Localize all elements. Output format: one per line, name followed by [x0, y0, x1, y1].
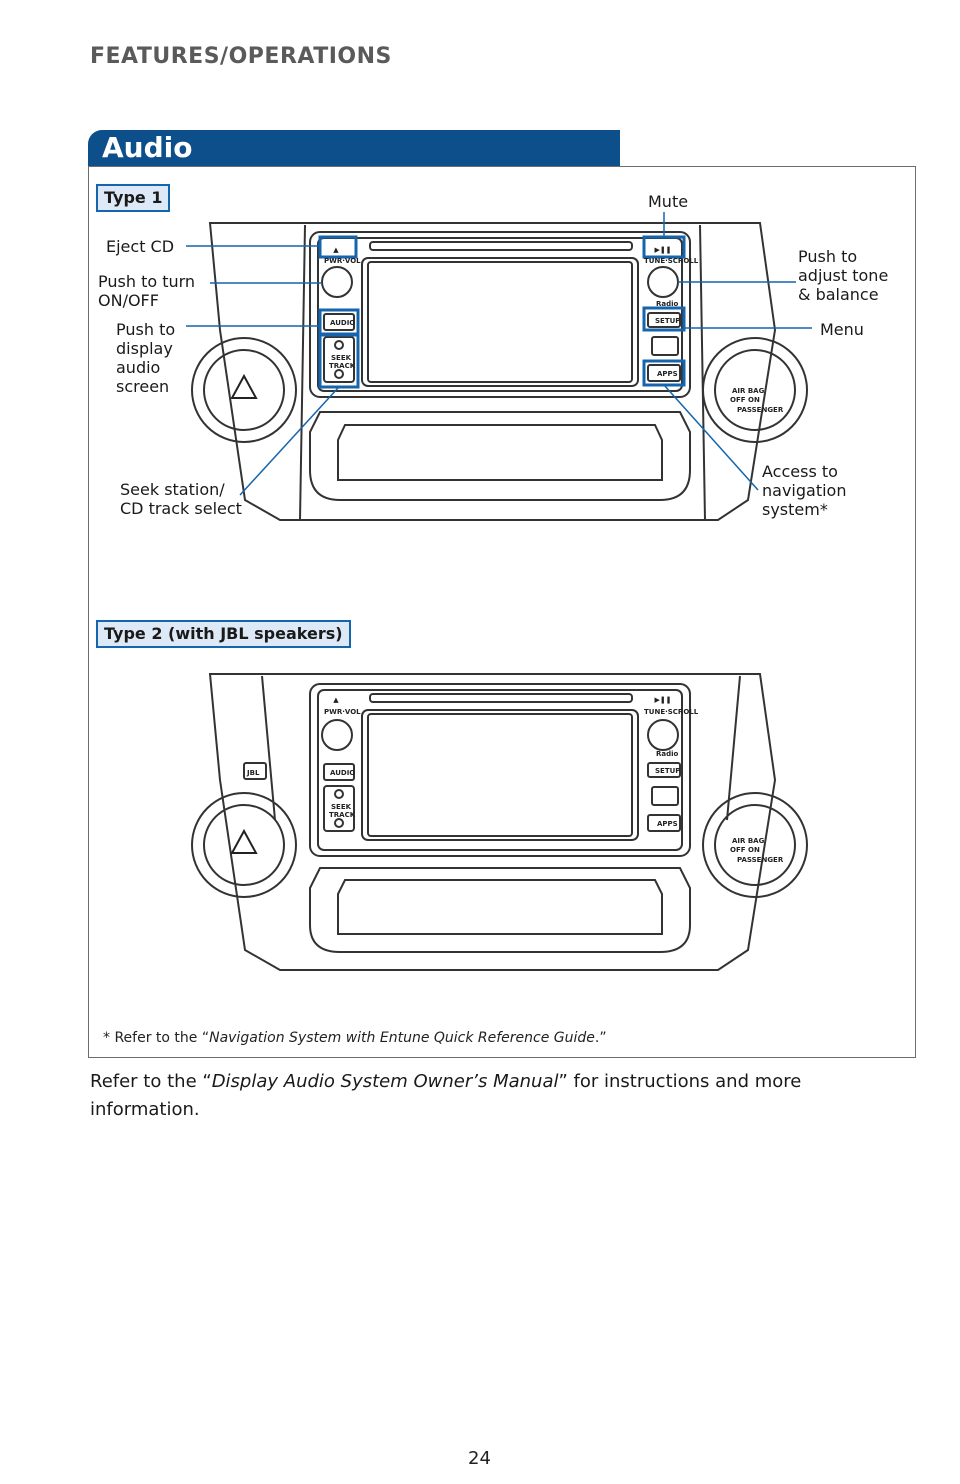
label-eject-cd: Eject CD	[106, 237, 175, 256]
type2-tag: Type 2 (with JBL speakers)	[96, 620, 351, 648]
airbag-label-2: AIR BAG	[732, 837, 765, 845]
banner-title: Audio	[102, 131, 193, 164]
svg-text:▲: ▲	[333, 246, 339, 254]
label-push-on-off: Push to turn ON/OFF	[98, 272, 196, 310]
footnote-title: Navigation System with Entune Quick Refe…	[209, 1030, 595, 1046]
airbag-on-label: ON	[748, 396, 760, 404]
setup-button-label-2: SETUP	[655, 767, 680, 775]
airbag-off-label: OFF	[730, 396, 746, 404]
audio-button-label-2: AUDIO	[330, 769, 355, 777]
airbag-on-label-2: ON	[748, 846, 760, 854]
airbag-off-label-2: OFF	[730, 846, 746, 854]
apps-button-label-2: APPS	[657, 820, 678, 828]
body-suffix: ” for instructions and more information.	[90, 1071, 802, 1120]
passenger-label: PASSENGER	[737, 406, 784, 414]
svg-text:▶❚❚: ▶❚❚	[654, 246, 671, 254]
hd-radio-label-2: Radio	[656, 750, 679, 758]
body-manual-title: Display Audio System Owner’s Manual	[211, 1071, 559, 1092]
footnote-prefix: * Refer to the “	[103, 1030, 210, 1046]
hd-radio-label: Radio	[656, 300, 679, 308]
svg-text:▲: ▲	[333, 696, 339, 704]
apps-button-label: APPS	[657, 370, 678, 378]
jbl-logo: JBL	[246, 769, 260, 777]
track-label: TRACK	[329, 362, 356, 370]
setup-button-label: SETUP	[655, 317, 680, 325]
svg-text:▶❚❚: ▶❚❚	[654, 696, 671, 704]
type1-tag: Type 1	[96, 184, 171, 212]
label-access-navigation: Access to navigation system*	[762, 462, 847, 519]
label-push-display-audio: Push to display audio screen	[116, 320, 176, 396]
hazard-icon-2	[230, 828, 258, 854]
pwr-vol-label: PWR·VOL	[324, 257, 361, 265]
airbag-label: AIR BAG	[732, 387, 765, 395]
seek-label: SEEK	[331, 354, 352, 362]
diagram-frame	[88, 166, 916, 1058]
passenger-label-2: PASSENGER	[737, 856, 784, 864]
track-label-2: TRACK	[329, 811, 356, 819]
seek-label-2: SEEK	[331, 803, 352, 811]
body-text: Refer to the “Display Audio System Owner…	[90, 1068, 890, 1124]
label-push-tone-balance: Push to adjust tone & balance	[798, 247, 889, 304]
hazard-icon	[230, 373, 258, 399]
label-mute: Mute	[648, 192, 689, 211]
tune-scroll-label-2: TUNE·SCROLL	[644, 708, 699, 716]
body-prefix: Refer to the “	[90, 1071, 212, 1092]
label-menu: Menu	[820, 320, 864, 339]
type1-head-unit-diagram: ▲ ▶❚❚ PWR·VOL TUNE·SCROLL AUDIO SEEK TRA…	[186, 212, 812, 521]
tune-scroll-label: TUNE·SCROLL	[644, 257, 699, 265]
type2-head-unit-diagram: ▲ ▶❚❚ PWR·VOL TUNE·SCROLL AUDIO SEEK TRA…	[191, 673, 808, 971]
pwr-vol-label-2: PWR·VOL	[324, 708, 361, 716]
section-title: FEATURES/OPERATIONS	[90, 44, 392, 69]
page-number: 24	[468, 1448, 491, 1469]
label-seek-station: Seek station/ CD track select	[120, 480, 242, 518]
footnote: * Refer to the “Navigation System with E…	[103, 1030, 607, 1046]
audio-banner: Audio	[88, 130, 620, 166]
footnote-suffix: .”	[594, 1030, 607, 1046]
audio-button-label: AUDIO	[330, 319, 355, 327]
